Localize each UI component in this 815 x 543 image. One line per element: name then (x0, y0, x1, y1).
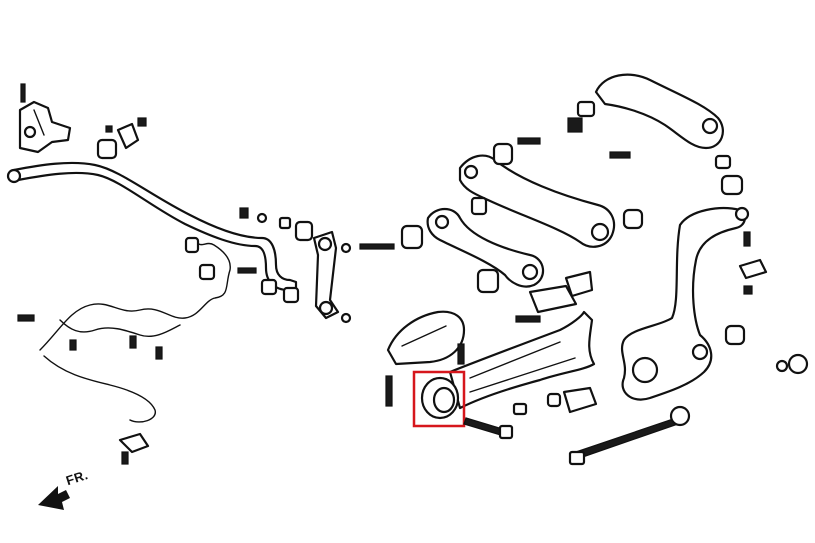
trailing-arm (448, 310, 596, 410)
lower-hardware (463, 151, 691, 466)
knuckle (620, 206, 809, 401)
stabilizer-bushing-left (96, 117, 147, 160)
upper-link-right (567, 73, 744, 196)
highlight-frame (412, 370, 466, 428)
stabilizer-bracket (18, 83, 72, 154)
trailing-arm-bracket (385, 310, 466, 407)
upper-control-arm (458, 137, 616, 248)
abs-harness (17, 236, 231, 465)
highlighted-bushing (412, 370, 466, 428)
stabilizer-link (237, 207, 352, 324)
direction-arrow-icon (38, 486, 70, 510)
lower-upper-arm (359, 196, 544, 294)
